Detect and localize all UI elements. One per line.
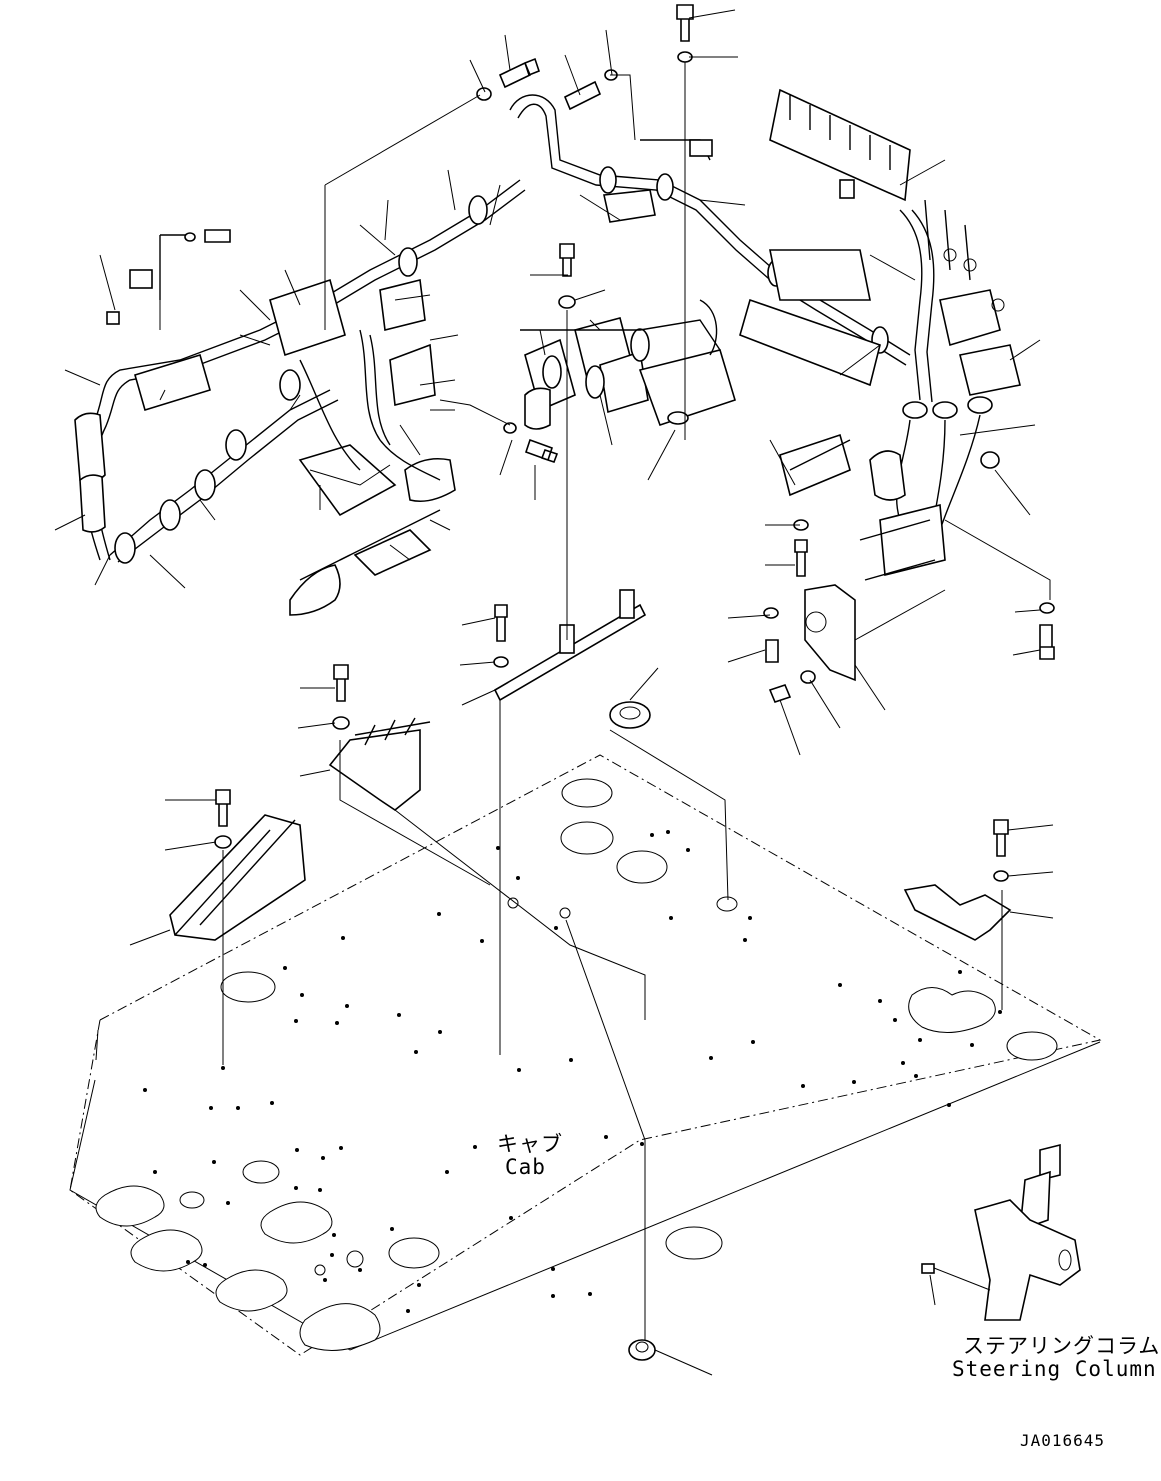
leader-lines: [54, 9, 1054, 1376]
steering-column-label-en: Steering Column: [952, 1357, 1157, 1381]
wiring-harness-left: [74, 179, 526, 616]
cab-floor-plate: [69, 754, 1102, 1356]
steering-column-label-jp: ステアリングコラム: [963, 1334, 1161, 1358]
drawing-code: JA016645: [1020, 1431, 1106, 1450]
steering-column: [921, 1143, 1081, 1321]
wiring-harness-right: [769, 88, 1021, 581]
fasteners: [169, 4, 1055, 1361]
cab-label-en: Cab: [505, 1155, 546, 1179]
wiring-harness-center: [509, 94, 911, 430]
cab-label-jp: キャブ: [497, 1132, 563, 1156]
